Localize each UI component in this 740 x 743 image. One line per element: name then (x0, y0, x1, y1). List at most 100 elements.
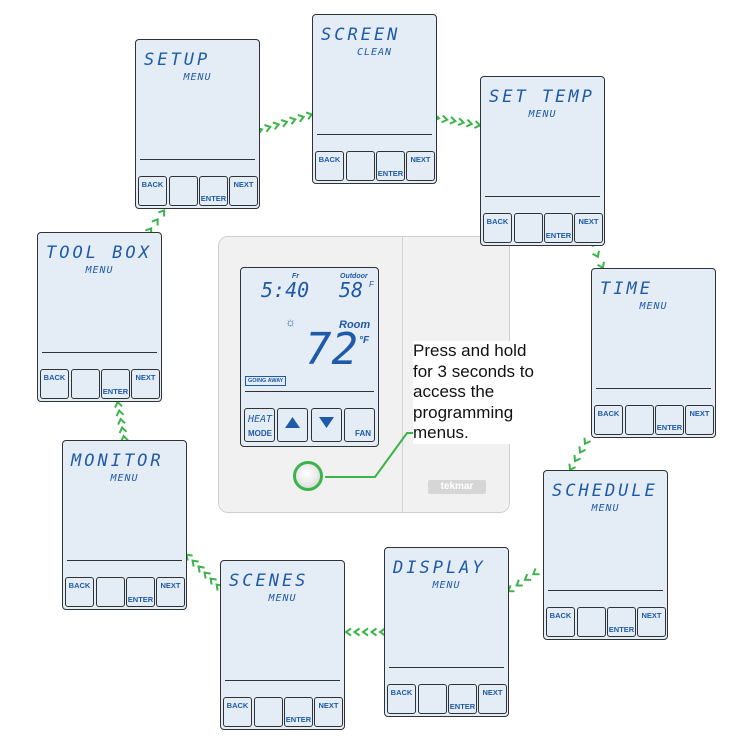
menu-title: SCENES (229, 571, 309, 591)
chevron-arrow-icon (578, 446, 586, 454)
room-unit: °F (359, 335, 370, 346)
chevron-arrow-icon (344, 627, 352, 637)
next-label: NEXT (410, 155, 431, 164)
back-button[interactable]: BACK (594, 405, 623, 435)
back-button[interactable]: BACK (65, 577, 94, 607)
back-button[interactable]: BACK (40, 369, 69, 399)
blank-button[interactable] (577, 607, 606, 637)
enter-button[interactable]: ENTER (448, 684, 477, 714)
chevron-arrow-icon (209, 577, 217, 585)
down-button[interactable] (311, 408, 342, 442)
menu-title: SCHEDULE (552, 481, 658, 501)
enter-label: ENTER (545, 231, 572, 240)
callout-text: Press and hold for 3 seconds to access t… (413, 341, 543, 444)
enter-button[interactable]: ENTER (607, 607, 636, 637)
menu-screen-set-temp: SET TEMP MENU BACK ENTER NEXT (480, 76, 605, 246)
chevron-arrow-icon (531, 568, 540, 576)
next-button[interactable]: NEXT (406, 151, 435, 181)
menu-title: MONITOR (71, 451, 164, 471)
next-label: NEXT (578, 217, 599, 226)
blank-button[interactable] (418, 684, 447, 714)
menu-divider (389, 667, 504, 668)
heat-mode-button[interactable]: HEAT MODE (244, 408, 275, 442)
next-button[interactable]: NEXT (229, 176, 258, 206)
enter-label: ENTER (285, 715, 312, 724)
menu-title: TOOL BOX (46, 243, 152, 263)
chevron-arrow-icon (378, 627, 386, 637)
enter-button[interactable]: ENTER (376, 151, 405, 181)
next-button[interactable]: NEXT (478, 684, 507, 714)
thermostat-divider (402, 237, 403, 512)
up-button[interactable] (277, 408, 308, 442)
chevron-arrow-icon (592, 250, 600, 259)
back-button[interactable]: BACK (223, 697, 252, 727)
chevron-arrow-icon (191, 559, 199, 567)
menu-subtitle: MENU (85, 265, 114, 276)
next-button[interactable]: NEXT (685, 405, 714, 435)
menu-divider (596, 388, 711, 389)
menu-subtitle: MENU (639, 301, 668, 312)
chevron-arrow-icon (474, 120, 482, 129)
back-label: BACK (141, 180, 164, 189)
enter-button[interactable]: ENTER (126, 577, 155, 607)
chevron-arrow-icon (573, 454, 581, 463)
blank-button[interactable] (96, 577, 125, 607)
next-button[interactable]: NEXT (314, 697, 343, 727)
menu-screen-scenes: SCENES MENU BACK ENTER NEXT (220, 560, 345, 730)
next-label: NEXT (135, 373, 156, 382)
back-button[interactable]: BACK (138, 176, 167, 206)
next-button[interactable]: NEXT (156, 577, 185, 607)
back-label: BACK (549, 611, 572, 620)
fan-button[interactable]: FAN (344, 408, 375, 442)
menu-subtitle: MENU (591, 503, 620, 514)
enter-button[interactable]: ENTER (101, 369, 130, 399)
next-label: NEXT (318, 701, 339, 710)
home-button[interactable] (293, 461, 323, 491)
menu-subtitle: MENU (432, 580, 461, 591)
back-button[interactable]: BACK (546, 607, 575, 637)
menu-divider (317, 134, 432, 135)
next-label: NEXT (160, 581, 181, 590)
menu-divider (548, 590, 663, 591)
blank-button[interactable] (625, 405, 654, 435)
next-label: NEXT (689, 409, 710, 418)
next-button[interactable]: NEXT (131, 369, 160, 399)
next-label: NEXT (641, 611, 662, 620)
menu-title: DISPLAY (393, 558, 486, 578)
room-temp: 72 (305, 324, 358, 375)
room-label: Room (339, 319, 371, 331)
menu-subtitle: MENU (110, 473, 139, 484)
back-label: BACK (486, 217, 509, 226)
menu-screen-time: TIME MENU BACK ENTER NEXT (591, 268, 716, 438)
chevron-arrow-icon (115, 408, 125, 417)
thermostat-display: 5:40 Fr Outdoor 58 F ☼ Room 72 °F GOING … (240, 267, 379, 447)
menu-screen-display: DISPLAY MENU BACK ENTER NEXT (384, 547, 509, 717)
enter-button[interactable]: ENTER (199, 176, 228, 206)
next-button[interactable]: NEXT (637, 607, 666, 637)
chevron-arrow-icon (352, 627, 361, 637)
back-button[interactable]: BACK (387, 684, 416, 714)
down-arrow-icon (319, 417, 334, 428)
blank-button[interactable] (346, 151, 375, 181)
blank-button[interactable] (254, 697, 283, 727)
outdoor-temp: 58 (339, 278, 364, 302)
enter-button[interactable]: ENTER (655, 405, 684, 435)
blank-button[interactable] (169, 176, 198, 206)
menu-divider (485, 196, 600, 197)
chevron-arrow-icon (568, 463, 576, 472)
enter-label: ENTER (656, 423, 683, 432)
back-label: BACK (68, 581, 91, 590)
enter-label: ENTER (377, 169, 404, 178)
blank-button[interactable] (71, 369, 100, 399)
next-button[interactable]: NEXT (574, 213, 603, 243)
back-button[interactable]: BACK (483, 213, 512, 243)
back-button[interactable]: BACK (315, 151, 344, 181)
blank-button[interactable] (514, 213, 543, 243)
enter-button[interactable]: ENTER (284, 697, 313, 727)
chevron-arrow-icon (120, 434, 129, 442)
next-label: NEXT (233, 180, 254, 189)
enter-button[interactable]: ENTER (544, 213, 573, 243)
chevron-arrow-icon (117, 417, 126, 425)
menu-screen-screen-clean: SCREEN CLEAN BACK ENTER NEXT (312, 14, 437, 184)
